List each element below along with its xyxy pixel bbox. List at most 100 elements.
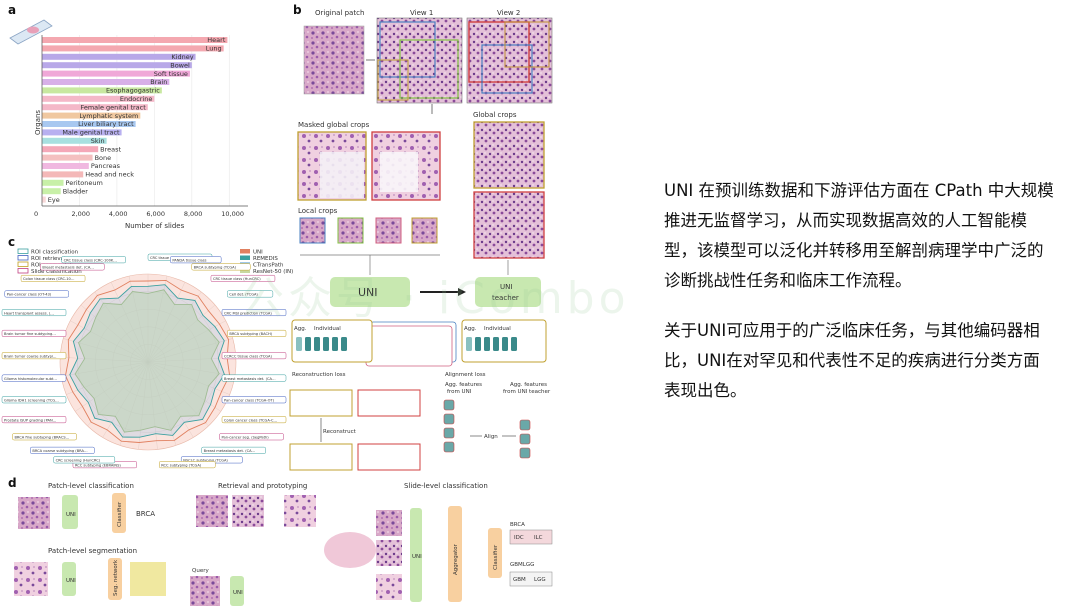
bar-category-label: Breast	[100, 145, 121, 153]
radar-task-box	[227, 329, 287, 337]
bar-category-label: Liver biliary tract	[78, 120, 134, 128]
label-view1: View 1	[410, 9, 433, 17]
radar-task-box	[53, 456, 116, 464]
bar	[42, 196, 46, 203]
bar-xtick-label: 10,000	[221, 210, 244, 218]
radar-task-box	[1, 352, 67, 360]
bar-xtick-label: 6,000	[146, 210, 165, 218]
uni-box-label: UNI	[358, 286, 378, 299]
d-slide-patch-3	[376, 574, 402, 600]
d-idc-label: IDC	[514, 535, 524, 541]
radar-task-label: RCC subtyping (TCGA)	[161, 463, 202, 467]
legend-left-swatch	[17, 268, 29, 274]
d-lgg-label: LGG	[534, 577, 546, 583]
radar-task-label: BRCA subtyping (BACH)	[229, 332, 272, 336]
radar-task-box	[210, 274, 276, 282]
radar-task-box	[61, 256, 126, 264]
d-uni-box-3	[230, 576, 244, 606]
d-seg-input-image	[14, 562, 48, 596]
token-cell	[466, 337, 472, 351]
token-cell	[305, 337, 311, 351]
radar-task-label: Cell det. (TCGA)	[229, 293, 258, 297]
uni-teacher-label-line1: UNI	[500, 283, 512, 291]
radar-task-box	[219, 433, 284, 441]
d-uni-box-1	[62, 495, 78, 529]
radar-task-box	[1, 416, 67, 424]
legend-right-swatch	[240, 255, 250, 260]
agg-feature-cell	[519, 419, 531, 431]
d-uni-label-3: UNI	[233, 590, 243, 596]
panel-d-letter: d	[8, 476, 17, 490]
radar-task-box	[20, 274, 86, 282]
label-agg-teacher-1: Agg. features	[510, 382, 547, 388]
global-crop-1	[473, 121, 545, 189]
legend-right-label: REMEDIS	[253, 256, 278, 262]
slide-glass-icon	[9, 19, 53, 45]
bar	[42, 70, 190, 77]
d-wsi-image	[324, 532, 376, 568]
bar	[42, 37, 228, 43]
label-slide-level-classification: Slide-level classification	[404, 482, 488, 490]
token-cell	[323, 337, 329, 351]
radar-task-box	[221, 309, 287, 317]
d-uni-box-2	[62, 562, 76, 596]
view1-grid	[376, 17, 463, 104]
radar-task-label: Colon tissue class (CRC-10…	[23, 277, 75, 281]
bar	[42, 112, 141, 119]
d-seg-network-box	[108, 558, 122, 600]
radar-task-label: CRC screening (HunCRC)	[56, 459, 101, 463]
bar	[42, 163, 89, 169]
bar	[42, 179, 64, 186]
radar-task-label: PANDA tissue class	[172, 258, 206, 262]
bar-category-label: Skin	[91, 137, 105, 145]
bar-chart-xlabel: Number of slides	[125, 222, 185, 230]
token-cell	[484, 337, 490, 351]
label-patch-level-segmentation: Patch-level segmentation	[48, 547, 137, 555]
agg-label-teacher: Agg.	[464, 326, 477, 332]
legend-right-label: UNI	[253, 250, 263, 256]
radar-task-box	[1, 329, 67, 337]
bar-xtick-label: 2,000	[71, 210, 90, 218]
agg-feature-cell	[443, 413, 455, 425]
bar	[42, 121, 136, 127]
token-cell	[502, 337, 508, 351]
label-agg-uni-1: Agg. features	[445, 382, 482, 388]
d-classifier2-box	[488, 528, 502, 578]
bar	[42, 137, 107, 144]
d-brca-output: BRCA	[136, 510, 155, 518]
bar-chart-ylabel: Organs	[34, 110, 42, 135]
d-classifier-box	[112, 493, 126, 533]
radar-series-polygon	[74, 289, 220, 433]
d-slide-patch-1	[376, 510, 402, 536]
bar-category-label: Peritoneum	[66, 179, 103, 187]
legend-left-swatch	[17, 261, 29, 267]
radar-task-label: Breast metastasis det. (CA…	[42, 266, 94, 270]
radar-task-label: CRC tissue class (CRC-100K…	[64, 258, 118, 262]
d-retrieval-image-3	[284, 495, 316, 527]
d-gbmlgg-label: GBMLGG	[510, 562, 534, 568]
legend-right-label: ResNet-50 (IN)	[253, 269, 293, 275]
bar-category-label: Head and neck	[85, 171, 134, 179]
bar-category-label: Lymphatic system	[79, 112, 138, 120]
radar-series-polygon	[69, 284, 225, 438]
radar-task-label: Pan-cancer seg. (SegPath)	[222, 436, 270, 440]
radar-task-box	[170, 256, 222, 264]
agg-feature-cell	[443, 441, 455, 453]
bar	[42, 62, 192, 69]
radar-task-label: BRCA subtyping (TCGA)	[194, 266, 237, 270]
label-masked-global-crops: Masked global crops	[298, 121, 370, 129]
radar-task-box	[158, 461, 216, 469]
panel-a-letter: a	[8, 3, 16, 17]
radar-task-box	[40, 263, 105, 271]
radar-task-label: CCRCC tissue class (TCGA)	[224, 354, 272, 358]
individual-label-teacher: Individual	[484, 326, 511, 332]
d-gbmlgg-box	[509, 571, 553, 587]
bar-category-label: Heart	[207, 36, 226, 44]
label-local-crops: Local crops	[298, 207, 338, 215]
label-reconstruction-loss: Reconstruction loss	[292, 372, 346, 378]
agg-feature-cell	[519, 447, 531, 459]
label-agg-uni-2: from UNI	[447, 389, 472, 395]
d-uni-label-1: UNI	[66, 512, 76, 518]
